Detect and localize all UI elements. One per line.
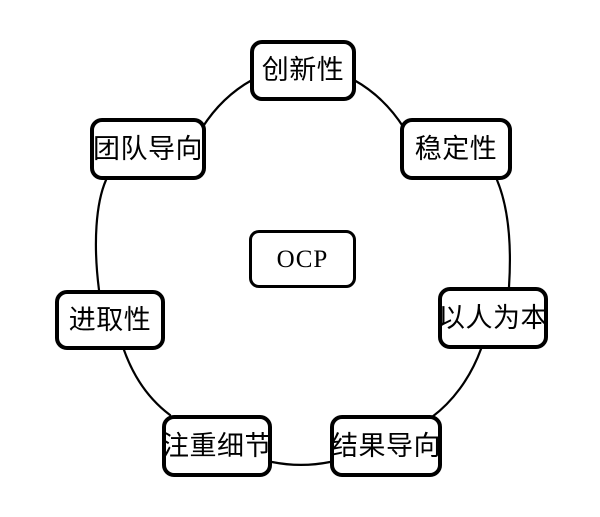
node-aggressiveness-label: 进取性 xyxy=(68,304,152,335)
node-innovation-label: 创新性 xyxy=(261,55,345,85)
node-team-oriented[interactable]: 团队导向 xyxy=(90,118,206,180)
connector-stability-people xyxy=(495,178,511,289)
node-results-oriented[interactable]: 结果导向 xyxy=(330,415,442,477)
node-attention-to-detail[interactable]: 注重细节 xyxy=(162,415,272,477)
center-node-ocp[interactable]: OCP xyxy=(249,230,356,288)
node-team-oriented-label: 团队导向 xyxy=(93,133,203,164)
node-people-oriented-label: 以人为本 xyxy=(438,302,548,333)
node-stability[interactable]: 稳定性 xyxy=(400,118,512,180)
center-node-label: OCP xyxy=(276,245,329,273)
connector-aggressive-team xyxy=(94,178,108,292)
node-innovation[interactable]: 创新性 xyxy=(250,40,356,101)
connector-results-details xyxy=(270,460,332,467)
connector-details-aggressive xyxy=(122,348,172,417)
node-attention-to-detail-label: 注重细节 xyxy=(162,430,272,461)
node-people-oriented[interactable]: 以人为本 xyxy=(438,287,548,349)
node-aggressiveness[interactable]: 进取性 xyxy=(55,290,165,350)
connector-team-innovation xyxy=(200,78,254,130)
node-stability-label: 稳定性 xyxy=(414,133,498,164)
connector-people-results xyxy=(430,347,483,419)
node-results-oriented-label: 结果导向 xyxy=(331,430,441,461)
connector-innovation-stability xyxy=(352,78,406,130)
